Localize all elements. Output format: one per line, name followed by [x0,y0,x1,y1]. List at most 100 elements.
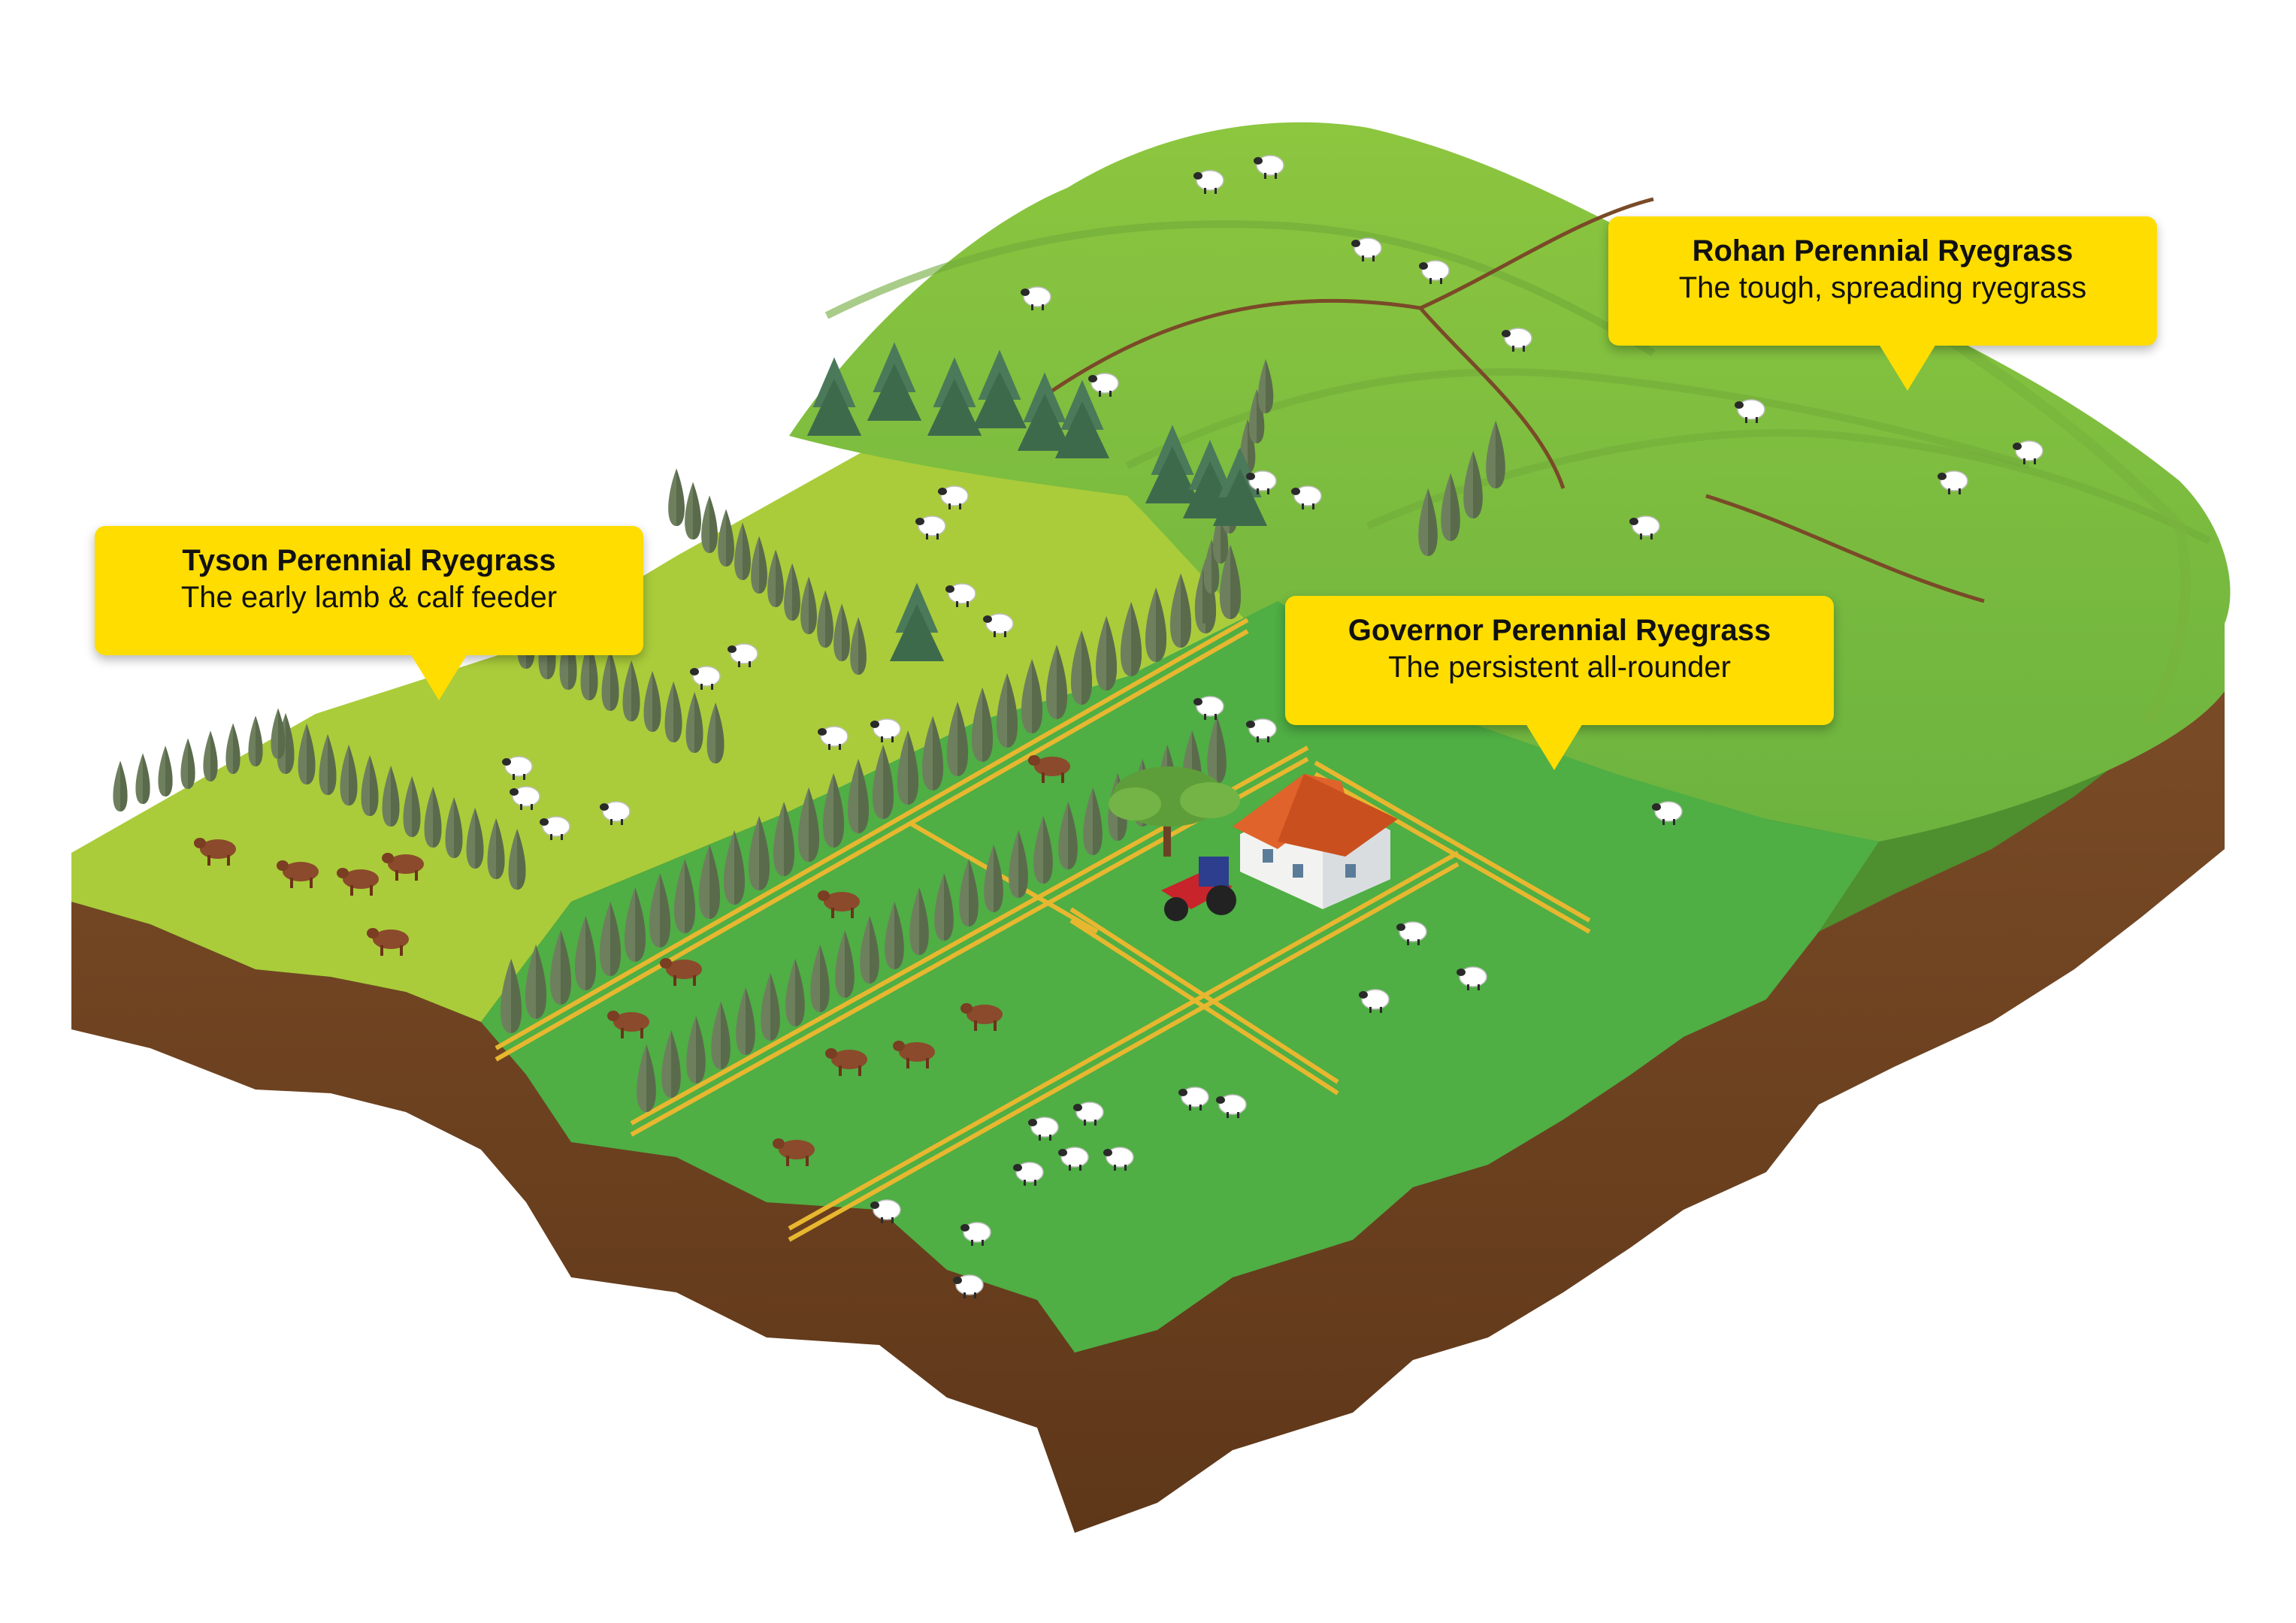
cypress-tree-icon [1219,545,1242,619]
cattle-icon [337,868,379,896]
sheep-icon [953,1274,984,1298]
sheep-icon [1058,1147,1089,1171]
cypress-tree-icon [822,773,845,848]
cypress-tree-icon [921,716,944,790]
cypress-tree-icon [1045,645,1068,719]
cypress-tree-icon [1070,630,1093,705]
sheep-icon [1419,260,1450,284]
cypress-tree-icon [135,753,150,804]
callout-governor: Governor Perennial Ryegrass The persiste… [1285,596,1834,770]
cattle-icon [893,1041,935,1068]
cypress-tree-icon [1058,802,1078,869]
sheep-icon [1735,399,1765,423]
cattle-icon [1028,755,1070,783]
cypress-tree-icon [225,723,240,774]
cypress-tree-icon [574,916,597,990]
cattle-icon [660,958,702,986]
sheep-icon [2013,440,2043,464]
main-pasture [481,601,1879,1352]
sheep-icon [945,583,976,607]
hill-fence [1051,197,1985,603]
sheep-icon [1013,1162,1044,1186]
callout-tyson-subtitle: The early lamb & calf feeder [180,581,558,614]
cypress-tree-icon [271,708,286,759]
callout-governor-pointer [1526,724,1583,770]
sheep-icon [1502,328,1532,352]
pine-tree-icon [806,357,862,436]
cypress-tree-icon [643,671,661,732]
pine-tree-icon [927,357,982,436]
cypress-tree-icon [1486,421,1505,488]
cypress-tree-icon [1207,716,1227,784]
cypress-tree-icon [1033,816,1053,884]
cypress-tree-icon [885,902,904,969]
callout-governor-box: Governor Perennial Ryegrass The persiste… [1285,596,1834,725]
callout-governor-title: Governor Perennial Ryegrass [1348,614,1771,647]
cypress-tree-icon [500,959,522,1033]
cypress-tree-icon [897,730,919,805]
callout-rohan-box: Rohan Perennial Ryegrass The tough, spre… [1608,216,2157,346]
sheep-icon [510,786,540,810]
cypress-tree-icon [1169,573,1192,648]
callout-tyson-box: Tyson Perennial Ryegrass The early lamb … [95,526,643,655]
sheep-icon [915,515,946,539]
sheep-icon [1193,170,1224,194]
cypress-tree-icon [847,759,870,833]
sheep-icon [1103,1147,1134,1171]
cypress-tree-icon [601,650,619,711]
sheep-icon [1028,1117,1059,1141]
cypress-tree-icon [1083,787,1103,855]
cypress-tree-icon [810,944,830,1012]
cattle-icon [960,1003,1003,1031]
cypress-tree-icon [403,776,421,837]
cypress-tree-icon [649,873,671,948]
cypress-tree-icon [698,845,721,919]
cypress-tree-icon [773,802,795,876]
cypress-tree-icon [113,760,128,812]
cypress-tree-icon [685,692,703,753]
sheep-icon [938,485,969,509]
cypress-tree-icon [767,549,784,607]
sheep-icon [1088,373,1119,397]
cypress-tree-icon [319,734,337,795]
sheep-icon [1246,718,1277,742]
sheep-icon [1073,1102,1104,1126]
callout-tyson: Tyson Perennial Ryegrass The early lamb … [95,526,643,700]
cypress-tree-icon [959,859,979,926]
sheep-icon [1216,1094,1247,1118]
cypress-tree-rows [113,359,1274,1112]
cypress-tree-icon [711,1002,731,1069]
cypress-tree-icon [850,617,867,675]
tractor-icon [1161,857,1236,921]
cypress-tree-icon [736,987,755,1055]
cattle-icon [607,1011,649,1038]
paddock-fences [495,618,1591,1242]
cypress-tree-icon [445,797,463,858]
sheep-icon [960,1222,991,1246]
cypress-tree-icon [784,563,800,621]
cypress-tree-icon [1021,659,1043,733]
cypress-tree-icon [673,859,696,933]
cypress-tree-icon [298,724,316,784]
sheep-icon [728,643,758,667]
cypress-tree-icon [797,787,820,862]
lone-cypress-trees [1418,421,1505,556]
cattle-herd [194,755,1070,1166]
cypress-tree-icon [748,816,770,890]
cypress-tree-icon [701,495,718,553]
cypress-tree-icon [361,755,379,816]
sheep-icon [690,666,721,690]
cypress-tree-icon [685,482,701,539]
cypress-tree-icon [1463,451,1483,518]
sheep-icon [1629,515,1660,539]
cypress-tree-icon [180,738,195,789]
callout-tyson-pointer [410,654,467,700]
callout-rohan-pointer [1879,344,1936,391]
cypress-tree-icon [248,715,263,766]
pine-tree-icon [889,582,945,661]
callout-rohan-subtitle: The tough, spreading ryegrass [1678,271,2087,304]
sheep-icon [1193,696,1224,720]
sheep-icon [1351,237,1382,261]
pine-tree-icon [1145,425,1200,503]
sheep-icon [1396,921,1427,945]
